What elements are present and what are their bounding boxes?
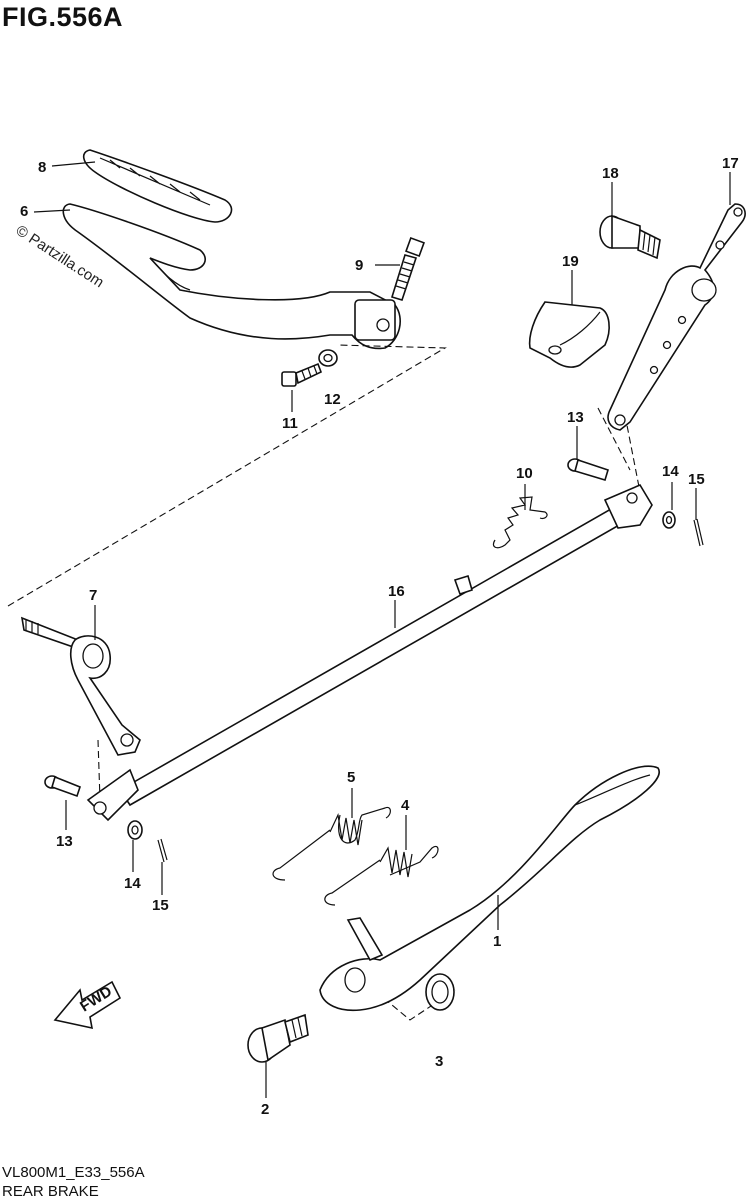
part-19-cover[interactable]: [528, 301, 610, 368]
callout-14-upper: 14: [662, 463, 679, 480]
callout-17: 17: [722, 155, 739, 172]
callout-10: 10: [516, 465, 533, 482]
callout-8: 8: [38, 159, 46, 176]
part-1-brake-pedal[interactable]: [319, 765, 660, 1012]
callout-18: 18: [602, 165, 619, 182]
callout-9: 9: [355, 257, 363, 274]
part-5-spring[interactable]: [272, 806, 391, 881]
callout-1: 1: [493, 933, 501, 950]
callout-2: 2: [261, 1101, 269, 1118]
model-code: VL800M1_E33_556A: [2, 1164, 145, 1181]
part-9-bolt[interactable]: [390, 237, 425, 301]
part-14-washer-upper[interactable]: [662, 511, 676, 529]
part-13-clevis-pin-upper[interactable]: [567, 458, 609, 481]
callout-3: 3: [435, 1053, 443, 1070]
alignment-line-rod-lower: [97, 739, 101, 801]
part-7-pedal-shaft-lever[interactable]: [20, 616, 141, 756]
callout-6: 6: [20, 203, 28, 220]
callout-13-upper: 13: [567, 409, 584, 426]
part-11-bolt[interactable]: [281, 362, 323, 387]
figure-title: FIG.556A: [2, 2, 124, 32]
callout-15-upper: 15: [688, 471, 705, 488]
callout-11: 11: [282, 415, 298, 432]
part-4-spring[interactable]: [324, 845, 439, 906]
alignment-line-pedal: [7, 344, 447, 607]
part-14-washer-lower[interactable]: [127, 820, 143, 840]
part-3-cap[interactable]: [425, 973, 455, 1011]
alignment-line-rod-upper: [597, 407, 641, 493]
part-13-clevis-pin-lower[interactable]: [44, 775, 81, 798]
part-12-washer[interactable]: [318, 349, 338, 367]
callout-12: 12: [324, 391, 341, 408]
callout-14-lower: 14: [124, 875, 141, 892]
callout-19: 19: [562, 253, 579, 270]
part-17-brake-arm[interactable]: [607, 203, 746, 431]
part-16-brake-rod[interactable]: [86, 483, 653, 822]
fwd-arrow-icon: FWD: [53, 980, 122, 1030]
part-15-cotter-pin-upper[interactable]: [693, 518, 704, 547]
callout-13-lower: 13: [56, 833, 73, 850]
callout-5: 5: [347, 769, 355, 786]
callout-labels: 8 6 9 11 12 7 16 10 13 14 15 17 18 19 13…: [20, 155, 739, 1118]
part-6-brake-pedal[interactable]: [62, 203, 401, 350]
part-2-pivot-bolt[interactable]: [247, 1013, 309, 1063]
callout-7: 7: [89, 587, 97, 604]
leader-lines: [33, 161, 731, 1098]
part-18-pivot-bolt[interactable]: [599, 214, 661, 260]
part-8-pedal-pad[interactable]: [82, 149, 233, 223]
section-name: REAR BRAKE: [2, 1183, 99, 1200]
part-10-spring[interactable]: [492, 496, 548, 549]
callout-16: 16: [388, 583, 405, 600]
callout-15-lower: 15: [152, 897, 169, 914]
callout-4: 4: [401, 797, 410, 814]
part-15-cotter-pin-lower[interactable]: [157, 838, 168, 863]
